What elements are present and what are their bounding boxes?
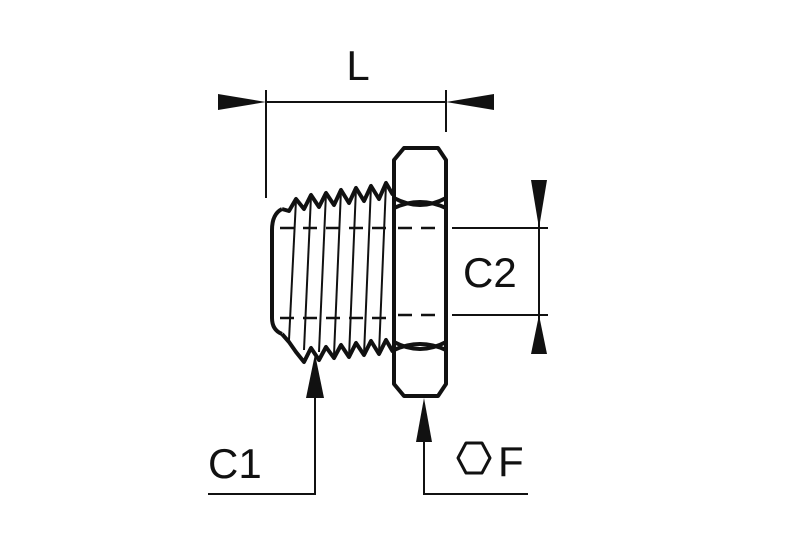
dimension-length: L [218,42,494,198]
arrow-right [446,94,494,110]
hexagon-icon [456,441,492,475]
c1-arrow [306,354,324,398]
label-c2: C2 [463,249,517,296]
hex-outline [392,146,448,398]
label-length: L [346,42,369,89]
f-arrow [416,398,432,442]
thread-profile-bottom [280,332,395,364]
c2-arrow-top [531,180,547,228]
threaded-end [270,181,395,364]
thread-crests [288,183,387,358]
hex-flat-upper-2 [393,200,447,210]
leader-c1: C1 [208,354,324,495]
label-c1: C1 [208,440,262,487]
c2-arrow-bottom [531,315,547,354]
hex-flat-lower-2 [393,342,447,352]
leader-f: F [416,398,528,495]
c1-leader-line [208,398,316,495]
f-leader-line [423,442,528,495]
hex-body [392,146,448,398]
thread-profile-top [281,181,395,213]
thread-chamfer-end [270,207,284,336]
label-f: F [498,438,524,485]
hex-flat-lower [393,340,447,351]
dimension-c2: C2 [452,180,548,354]
hex-flat-upper [393,196,447,207]
arrow-left [218,94,266,110]
